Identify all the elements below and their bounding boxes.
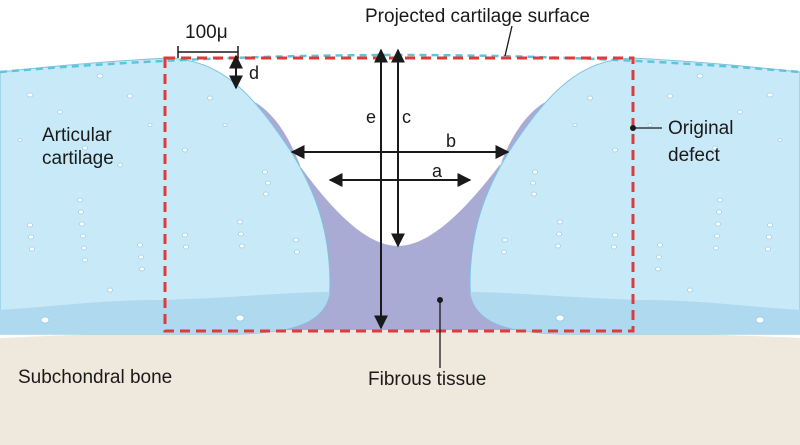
- chondrocyte-cells: [17, 73, 783, 324]
- fibrous-tissue-leader-dot: [437, 297, 443, 303]
- articular-cartilage-label-line1: Articular: [42, 125, 112, 146]
- projected-surface-leader: [504, 25, 513, 57]
- subchondral-bone: [0, 329, 800, 445]
- scale-bar-label: 100μ: [185, 22, 228, 43]
- fibrous-tissue-label: Fibrous tissue: [368, 369, 487, 390]
- left-deep-cartilage-layer: [0, 292, 330, 334]
- leader-lines: [439, 127, 662, 368]
- subchondral-bone-label: Subchondral bone: [18, 367, 173, 388]
- measure-c-label: c: [402, 107, 411, 127]
- measure-e-label: e: [366, 107, 377, 127]
- articular-cartilage-label-line2: cartilage: [42, 148, 114, 169]
- right-articular-cartilage: [469, 57, 800, 335]
- original-defect-leader-dot: [630, 125, 636, 131]
- measure-a-label: a: [432, 161, 443, 181]
- projected-surface-label: Projected cartilage surface: [365, 6, 590, 27]
- original-defect-label-line2: defect: [668, 145, 720, 166]
- measure-b-label: b: [446, 131, 457, 151]
- right-deep-cartilage-layer: [470, 292, 800, 334]
- original-defect-label-line1: Original: [668, 118, 734, 139]
- measure-d-label: d: [249, 63, 260, 83]
- scale-bar: [177, 46, 239, 58]
